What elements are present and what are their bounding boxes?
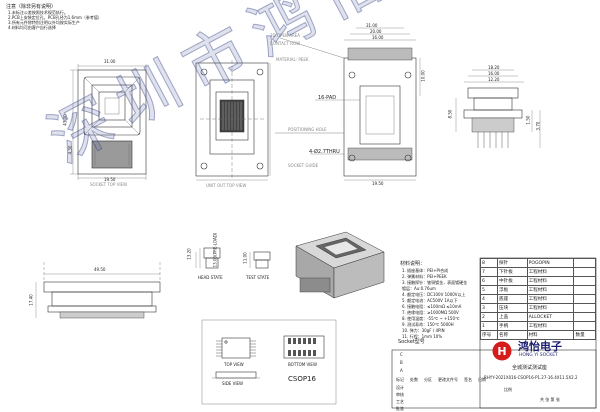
dim-text: 19.50: [372, 181, 384, 186]
hole-callout: 4-Ø2.7THRU: [309, 149, 340, 155]
ic-top-view: [216, 337, 256, 359]
dim-text: 16.00: [372, 35, 384, 40]
company-name: 鸿怡电子: [518, 340, 562, 353]
dim-text: 4.30: [67, 145, 73, 155]
dim-text: 3.70: [535, 121, 541, 131]
view-label: TEST STATE: [246, 275, 270, 280]
material-line: 1. 插座基体：PEI+PI合成: [402, 268, 449, 273]
svg-text:H: H: [497, 345, 506, 358]
ic-side-view: [212, 371, 260, 379]
dim-text: 16.00: [488, 71, 500, 76]
test-state-view: [249, 251, 271, 269]
part-number: RHYY-2021X016-CSOP16-P1.27-16.4X11.5X2.2: [484, 375, 578, 380]
leader-annotation: MATERIAL: PEEK: [276, 57, 309, 62]
view-label: SIDE VIEW: [222, 381, 243, 386]
revision-header: 标记 处数 分区 更改文件号 签名 日期: [396, 377, 486, 382]
sheet-label: 共 张 第 张: [540, 397, 560, 402]
long-side-view: [35, 262, 161, 319]
dim-text: 49.50: [94, 267, 106, 272]
socket-type-label: Socket型号: [398, 339, 425, 345]
view-label: UNIT OUT TOP VIEW: [206, 183, 247, 188]
note-line: 3.所有元件除特别注明以外均按实际生产: [8, 20, 80, 25]
material-line: 11. 行程：1mm 10%: [402, 334, 443, 339]
materials-title: 材料说明：: [400, 261, 426, 267]
material-line: 2. 弹簧材料：PEI+PEEK: [402, 274, 447, 279]
material-line: 7. 绝缘电阻：≥1000MΩ 500V: [402, 310, 459, 315]
side-elevation: [455, 69, 541, 148]
notes-title: 注意（除非另有说明）: [6, 4, 57, 10]
dim-text: 1.50: [525, 115, 531, 125]
dim-text: 20.00: [370, 29, 382, 34]
material-line: 9. 测试寿命：150℃ 5000H: [402, 322, 454, 327]
drawing-title: 全城测试测试座: [512, 365, 548, 371]
dim-text: 10.00: [420, 70, 426, 82]
table-header-row: 序号名称材料数量: [480, 330, 596, 340]
revision-letter: B: [400, 360, 403, 365]
note-line: 2.PCB上安装定位孔，PCB孔径为1.6mm（参考值）: [8, 15, 102, 20]
socket-top-view: [70, 64, 147, 180]
company-name-en: HONG YI SOCKET: [519, 353, 558, 358]
view-label: HEAD STATE: [198, 275, 223, 280]
revision-letter: A: [400, 368, 403, 373]
logo-mark-icon: H: [492, 341, 512, 361]
view-label: SOCKET TOP VIEW: [90, 182, 128, 187]
leader-annotation: SOCKET GUIDE: [288, 163, 319, 168]
leader-annotation: CONTACT ROW: [270, 41, 301, 46]
dim-text: 8.50: [447, 109, 453, 119]
unit-top-view: [195, 60, 271, 181]
material-line: 5. 额定电流：AC500V 1A以下: [402, 298, 458, 303]
view-label: TOP VIEW: [224, 362, 244, 367]
revision-letter: C: [400, 352, 403, 357]
approval-roles: 设计 审核 工艺 批准: [396, 385, 404, 411]
scale-label: 比例: [504, 387, 512, 392]
company-logo: H 鸿怡电子 HONG YI SOCKET: [490, 340, 594, 362]
dim-text: 43.00: [62, 114, 68, 126]
dim-text: 31.00: [104, 59, 116, 64]
material-line: 10. 弹力：30gF / 4PIN: [402, 328, 445, 333]
dim-text: 17.40: [28, 294, 34, 306]
note-line: 1.未标注公差按照技术规范执行。: [8, 10, 68, 15]
dim-text: 13.20: [186, 248, 192, 260]
dim-text: 18.20: [488, 65, 500, 70]
socket-3d-render: [295, 231, 385, 299]
head-state-view: [195, 247, 221, 269]
dim-text: 11.00: [242, 252, 248, 264]
ic-name-label: CSOP16: [288, 375, 316, 383]
view-label: BOTTOM VIEW: [288, 362, 317, 367]
material-line: 4. 额定电压：DC100V 1000V以上: [402, 292, 466, 297]
material-line: 3. 接触探针：铍铜镀金，表面镀硬金: [402, 280, 468, 285]
leader-annotation: 3D OPEN AREA: [270, 33, 301, 38]
dim-text: 12.20: [488, 77, 500, 82]
dim-text: 19.50: [104, 177, 116, 182]
material-line: 镀层：Au:0.76um: [402, 286, 436, 291]
material-line: 6. 接触电阻：≤100mΩ ≤10mA: [402, 304, 462, 309]
dim-text: 13.00(PRE-LOAD): [212, 232, 218, 268]
dim-text: 31.00: [366, 23, 378, 28]
leader-annotation: POSITIONING HOLE: [288, 127, 327, 132]
socket-plan-view: [275, 27, 421, 181]
material-line: 8. 使用温度：-55℃ ~ +150℃: [402, 316, 460, 321]
note-line: 4.材料均可由客户自行选择: [8, 25, 56, 30]
ic-bottom-view: [283, 335, 325, 359]
pad-count-label: 16-PAD: [318, 95, 337, 101]
ic-frame: [201, 319, 337, 405]
